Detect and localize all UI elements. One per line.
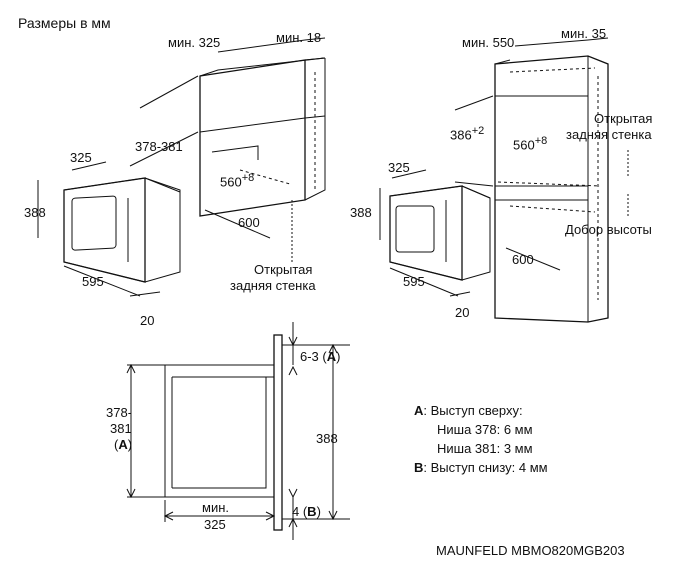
niche-cabinet-1 — [199, 57, 326, 217]
d1-niche-height-label: 378-381 — [135, 139, 183, 154]
d3-bottom-offset-value: 4 ( — [292, 504, 308, 519]
note-b: B: Выступ снизу: 4 мм — [414, 458, 548, 477]
d3-niche-height-line-1: 378- — [106, 405, 133, 420]
note-b-text: : Выступ снизу: 4 мм — [423, 460, 548, 475]
d1-oven-height-label: 388 — [24, 205, 46, 220]
d2-niche-width-tolerance: +8 — [534, 135, 548, 147]
d2-oven-depth-label: 325 — [388, 160, 410, 175]
d3-top-close: ) — [336, 349, 341, 364]
d1-niche-width-value: 560 — [220, 174, 242, 190]
d1-cabinet-depth-label: 600 — [238, 215, 260, 230]
d3-top-letter: A — [326, 349, 337, 364]
d3-bottom-close: ) — [316, 504, 321, 519]
d2-niche-height-label: 386+2 — [450, 124, 484, 142]
d2-oven-width-label: 595 — [403, 274, 425, 289]
d1-gap-label: мин. 18 — [276, 30, 322, 45]
oven-2 — [379, 169, 491, 297]
note-a-line-1: Ниша 378: 6 мм — [437, 422, 533, 437]
side-section — [126, 322, 350, 540]
d3-niche-height-line-3: (A) — [114, 437, 132, 452]
d2-front-label: 20 — [455, 305, 470, 320]
d3-bottom-letter: B — [307, 504, 317, 519]
dimension-lines-1 — [129, 37, 326, 262]
tall-cabinet — [494, 55, 629, 323]
oven-1 — [37, 161, 181, 297]
d3-top-offset-label: 6-3 (A) — [300, 349, 340, 364]
d1-niche-width-label: 560+8 — [220, 171, 254, 189]
d3-niche-height-line-2: 381 — [110, 421, 132, 436]
d2-gap-label: мин. 35 — [561, 26, 607, 41]
note-a-line-2: Ниша 381: 3 мм — [437, 441, 533, 456]
d2-niche-height-value: 386 — [450, 127, 472, 143]
d2-height-fill-label: Добор высоты — [565, 222, 652, 237]
note-a: A: Выступ сверху: — [414, 401, 548, 420]
d1-oven-depth-label: 325 — [70, 150, 92, 165]
d1-open-back-label-2: задняя стенка — [230, 278, 316, 293]
d3-niche-h3-open: ( — [114, 437, 119, 452]
d1-open-back-label-1: Открытая — [254, 262, 313, 277]
d2-niche-width-label: 560+8 — [513, 134, 547, 152]
d1-oven-width-label: 595 — [82, 274, 104, 289]
d2-open-back-label-2: задняя стенка — [566, 127, 652, 142]
page-title: Размеры в мм — [18, 15, 111, 31]
notes-block: A: Выступ сверху: Ниша 378: 6 мм Ниша 38… — [414, 401, 548, 477]
d1-niche-depth-label: мин. 325 — [168, 35, 221, 50]
d2-niche-height-tolerance: +2 — [471, 125, 485, 137]
d3-depth-label-1: мин. — [202, 500, 229, 515]
note-a-text: : Выступ сверху: — [423, 403, 523, 418]
d2-niche-depth-label: мин. 550 — [462, 35, 515, 50]
d2-oven-height-label: 388 — [350, 205, 372, 220]
d2-open-back-label-1: Открытая — [594, 111, 653, 126]
note-a-letter: A — [414, 403, 424, 418]
d1-front-label: 20 — [140, 313, 155, 328]
d1-niche-width-tolerance: +8 — [241, 172, 255, 184]
d3-height-label: 388 — [316, 431, 338, 446]
d2-cabinet-depth-label: 600 — [512, 252, 534, 267]
d3-top-offset-value: 6-3 ( — [300, 349, 327, 364]
d3-depth-label-2: 325 — [204, 517, 226, 532]
d3-bottom-offset-label: 4 (B) — [292, 504, 321, 519]
note-b-letter: B — [414, 460, 424, 475]
dimension-lines-2 — [454, 37, 609, 271]
model-label: MAUNFELD MBMO820MGB203 — [436, 543, 625, 558]
d3-niche-h3-letter: A — [118, 437, 128, 452]
d3-niche-h3-close: ) — [127, 437, 133, 452]
d2-niche-width-value: 560 — [513, 137, 535, 153]
